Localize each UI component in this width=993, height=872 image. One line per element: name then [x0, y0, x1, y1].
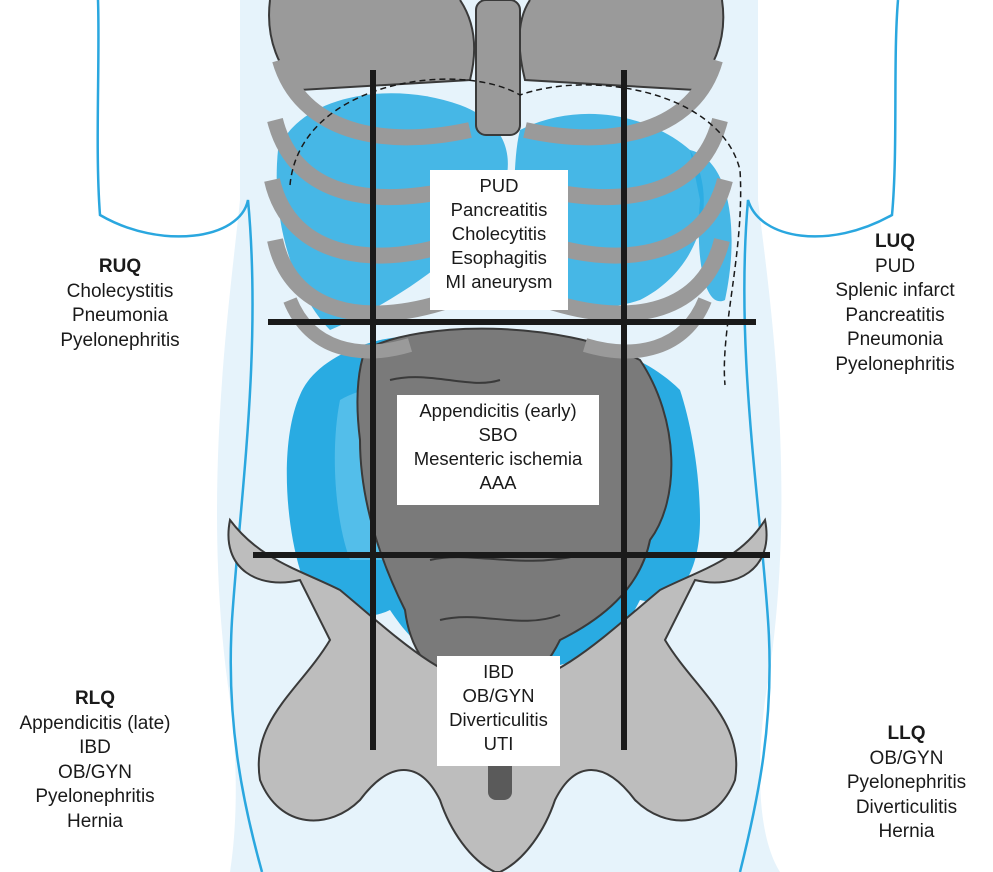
rlq-item: Hernia — [0, 810, 190, 835]
llq-item: Hernia — [820, 820, 993, 845]
suprapubic-item: OB/GYN — [443, 684, 554, 708]
rlq-item: OB/GYN — [0, 761, 190, 786]
rlq-label: RLQ Appendicitis (late) IBD OB/GYN Pyelo… — [0, 687, 190, 834]
llq-label: LLQ OB/GYN Pyelonephritis Diverticulitis… — [820, 722, 993, 845]
llq-item: Pyelonephritis — [820, 771, 993, 796]
periumbilical-item: Appendicitis (early) — [403, 399, 593, 423]
suprapubic-item: IBD — [443, 660, 554, 684]
luq-label: LUQ PUD Splenic infarct Pancreatitis Pne… — [800, 230, 990, 377]
epigastric-item: MI aneurysm — [436, 270, 562, 294]
periumbilical-box: Appendicitis (early) SBO Mesenteric isch… — [397, 395, 599, 505]
rlq-heading: RLQ — [0, 687, 190, 712]
ruq-item: Pneumonia — [30, 304, 210, 329]
luq-item: Pancreatitis — [800, 304, 990, 329]
ruq-heading: RUQ — [30, 255, 210, 280]
suprapubic-item: Diverticulitis — [443, 708, 554, 732]
rlq-item: IBD — [0, 736, 190, 761]
luq-heading: LUQ — [800, 230, 990, 255]
luq-item: Splenic infarct — [800, 279, 990, 304]
rlq-item: Pyelonephritis — [0, 785, 190, 810]
epigastric-item: Pancreatitis — [436, 198, 562, 222]
periumbilical-item: Mesenteric ischemia — [403, 447, 593, 471]
luq-item: Pyelonephritis — [800, 353, 990, 378]
periumbilical-item: AAA — [403, 471, 593, 495]
luq-item: Pneumonia — [800, 328, 990, 353]
epigastric-item: PUD — [436, 174, 562, 198]
luq-item: PUD — [800, 255, 990, 280]
llq-item: OB/GYN — [820, 747, 993, 772]
suprapubic-box: IBD OB/GYN Diverticulitis UTI — [437, 656, 560, 766]
periumbilical-item: SBO — [403, 423, 593, 447]
ruq-item: Pyelonephritis — [30, 329, 210, 354]
llq-heading: LLQ — [820, 722, 993, 747]
epigastric-item: Esophagitis — [436, 246, 562, 270]
ruq-label: RUQ Cholecystitis Pneumonia Pyelonephrit… — [30, 255, 210, 353]
llq-item: Diverticulitis — [820, 796, 993, 821]
rlq-item: Appendicitis (late) — [0, 712, 190, 737]
epigastric-box: PUD Pancreatitis Cholecytitis Esophagiti… — [430, 170, 568, 310]
ruq-item: Cholecystitis — [30, 280, 210, 305]
suprapubic-item: UTI — [443, 732, 554, 756]
epigastric-item: Cholecytitis — [436, 222, 562, 246]
